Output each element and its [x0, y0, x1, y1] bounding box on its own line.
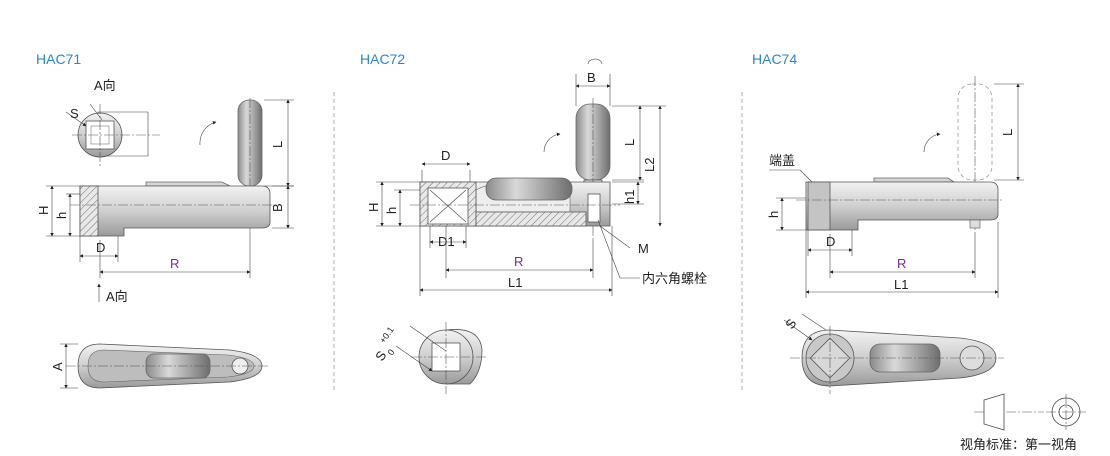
hac72-l2-label: L2	[642, 158, 657, 172]
hac71-view-a-label-bottom: A向	[106, 289, 128, 304]
hac71-plan-view: A	[50, 343, 270, 389]
hac74-plan-view: S	[782, 313, 1004, 394]
cone-side-view	[983, 393, 1005, 431]
hac72-hex-bolt-label: 内六角螺栓	[642, 271, 707, 286]
hac72-tol-zero: 0	[385, 347, 396, 357]
hac71-arm-body	[79, 185, 271, 237]
hac72-rotation-symbol	[587, 58, 603, 65]
hac71-d-label: D	[96, 240, 105, 255]
hac72-title: HAC72	[360, 51, 405, 67]
hac71-s-label: S	[70, 106, 79, 121]
hac74-arm-body	[805, 181, 999, 231]
hac72-h-upper-label: H	[366, 203, 381, 212]
hac71-l-label: L	[270, 141, 285, 148]
hac72-l1-label: L1	[508, 275, 522, 290]
hac74-h-label: h	[766, 211, 781, 218]
hac72-d1-label: D1	[438, 234, 455, 249]
hac74-l1-label: L1	[894, 277, 908, 292]
hac71-b-label: B	[270, 203, 285, 212]
hac74-title: HAC74	[752, 51, 797, 67]
first-angle-projection-symbol: 视角标准：第一视角	[960, 393, 1086, 452]
hac72-b-label: B	[587, 70, 596, 85]
hac71-h-upper-label: H	[36, 206, 51, 215]
hac74-view: HAC74 L 端盖 h D R	[752, 51, 1024, 394]
hac71-h-lower-label: h	[54, 212, 69, 219]
hac72-socket-view: S +0.1 0	[372, 322, 486, 394]
hac72-h-lower-label: h	[384, 207, 399, 214]
hac71-socket-detail: S	[65, 103, 160, 168]
hac71-view-a-label-top: A向	[94, 78, 116, 93]
hac72-h1-label: h1	[622, 190, 637, 204]
hac71-title: HAC71	[36, 51, 81, 67]
projection-standard-text: 视角标准：第一视角	[960, 437, 1077, 452]
hac71-a-label: A	[50, 362, 65, 371]
hac74-d-label: D	[826, 234, 835, 249]
hac74-l-label: L	[1000, 129, 1015, 136]
hac72-view: HAC72 B L L2 D	[360, 51, 707, 394]
hac74-r-label: R	[897, 256, 906, 271]
hac72-r-label: R	[514, 254, 523, 269]
hac72-m-label: M	[638, 241, 649, 256]
hac71-view: HAC71 A向 S L B	[36, 51, 294, 389]
hac74-end-cap-label: 端盖	[769, 153, 795, 168]
hac72-d-label: D	[441, 148, 450, 163]
hac72-tol-plus: +0.1	[377, 325, 395, 345]
hac72-l-label: L	[622, 139, 637, 146]
hac71-r-label: R	[170, 256, 179, 271]
hac71-rotation-arrow	[199, 121, 217, 146]
